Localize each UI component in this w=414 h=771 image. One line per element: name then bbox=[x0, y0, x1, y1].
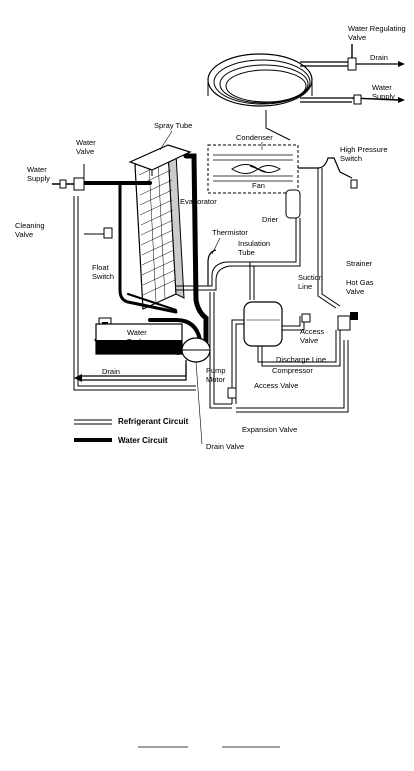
label-drain-top: Drain bbox=[370, 53, 388, 62]
drain-line-bottom bbox=[74, 360, 187, 382]
label-water-tank-2: Tank bbox=[127, 337, 143, 346]
label-access-valve-bottom: Access Valve bbox=[254, 381, 298, 390]
label-cleaning-valve: Cleaning bbox=[15, 221, 45, 230]
spray-tube bbox=[128, 144, 192, 176]
access-valve-right-symbol bbox=[301, 313, 311, 323]
evaporator-panel bbox=[134, 149, 185, 310]
high-pressure-switch-symbol bbox=[350, 179, 358, 189]
label-drain-bottom: Drain bbox=[102, 367, 120, 376]
label-pump-motor-2: Motor bbox=[206, 375, 226, 384]
label-suction-line: Suction bbox=[298, 273, 323, 282]
water-valve-symbol bbox=[52, 164, 85, 191]
label-evaporator: Evaporator bbox=[180, 197, 217, 206]
pump-motor bbox=[181, 337, 211, 363]
label-water-supply-top-2: Supply bbox=[372, 92, 395, 101]
label-water-valve-2: Valve bbox=[76, 147, 94, 156]
label-water-regulating-valve-2: Valve bbox=[348, 33, 366, 42]
label-condenser: Condenser bbox=[236, 133, 273, 142]
label-water-tank: Water bbox=[127, 328, 147, 337]
legend-refrigerant-label: Refrigerant Circuit bbox=[118, 417, 189, 426]
label-insulation-tube: Insulation bbox=[238, 239, 270, 248]
label-water-supply-top: Water bbox=[372, 83, 392, 92]
label-spray-tube: Spray Tube bbox=[154, 121, 192, 130]
label-water-regulating-valve: Water Regulating bbox=[348, 24, 406, 33]
hot-gas-valve-symbol bbox=[337, 312, 358, 331]
drier-symbol bbox=[285, 189, 301, 219]
compressor-symbol bbox=[243, 301, 283, 347]
water-tank bbox=[95, 323, 183, 355]
label-high-pressure-switch: High Pressure bbox=[340, 145, 388, 154]
water-cooled-condenser-coil bbox=[207, 53, 352, 141]
expansion-valve-symbol bbox=[227, 387, 237, 399]
label-water-supply-left-2: Supply bbox=[27, 174, 50, 183]
label-fan: Fan bbox=[252, 181, 265, 190]
condenser-dashed-box bbox=[207, 144, 299, 194]
label-compressor: Compressor bbox=[272, 366, 313, 375]
label-float-switch-2: Switch bbox=[92, 272, 114, 281]
label-pump-motor: Pump bbox=[206, 366, 226, 375]
label-access-valve-right-2: Valve bbox=[300, 336, 318, 345]
label-high-pressure-switch-2: Switch bbox=[340, 154, 362, 163]
label-access-valve-right: Access bbox=[300, 327, 324, 336]
label-hot-gas-valve-2: Valve bbox=[346, 287, 364, 296]
label-thermistor: Thermistor bbox=[212, 228, 248, 237]
condenser-fins bbox=[213, 154, 293, 182]
label-float-switch: Float bbox=[92, 263, 110, 272]
label-cleaning-valve-2: Valve bbox=[15, 230, 33, 239]
label-drain-valve: Drain Valve bbox=[206, 442, 244, 451]
label-drier: Drier bbox=[262, 215, 279, 224]
label-discharge-line: Discharge Line bbox=[276, 355, 326, 364]
label-hot-gas-valve: Hot Gas bbox=[346, 278, 374, 287]
label-expansion-valve: Expansion Valve bbox=[242, 425, 297, 434]
water-regulating-valve-symbol bbox=[347, 44, 405, 105]
legend: Refrigerant Circuit Water Circuit bbox=[74, 417, 189, 445]
label-insulation-tube-2: Tube bbox=[238, 248, 255, 257]
legend-water-label: Water Circuit bbox=[118, 436, 168, 445]
label-water-valve: Water bbox=[76, 138, 96, 147]
high-pressure-line bbox=[298, 157, 353, 179]
label-water-supply-left: Water bbox=[27, 165, 47, 174]
thermistor-probe bbox=[207, 249, 217, 286]
cleaning-valve-symbol bbox=[84, 227, 113, 239]
label-suction-line-2: Line bbox=[298, 282, 312, 291]
label-strainer: Strainer bbox=[346, 259, 373, 268]
fan-icon bbox=[231, 164, 281, 174]
refrigerant-circuit-lines bbox=[73, 168, 349, 413]
